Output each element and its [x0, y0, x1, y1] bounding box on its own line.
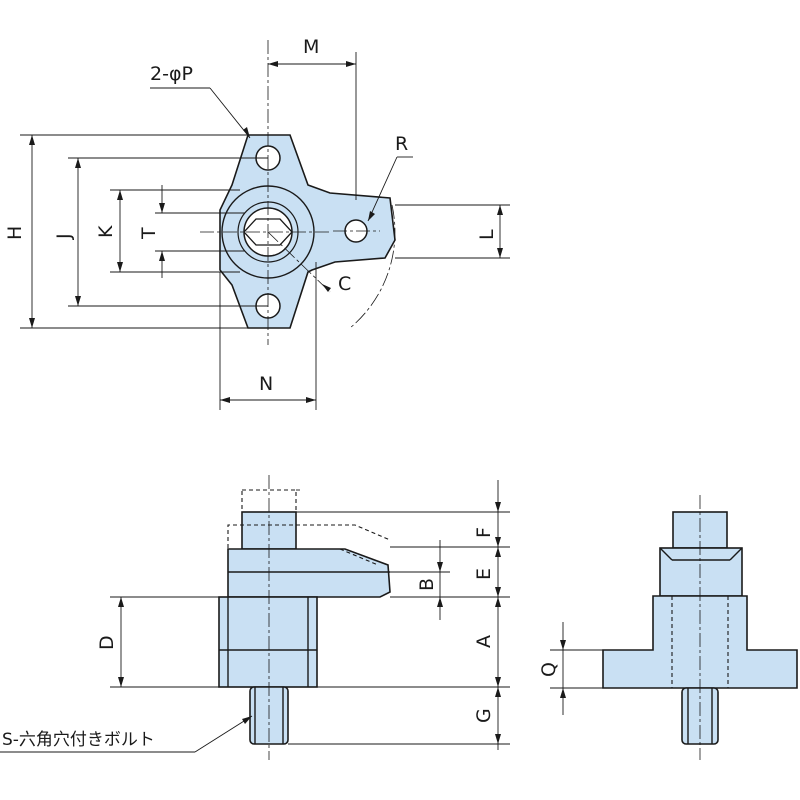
dim-label-b: B: [416, 578, 438, 591]
dim-label-h: H: [4, 226, 26, 240]
dim-label-j: J: [53, 233, 75, 240]
side-hex-nut: [659, 547, 743, 597]
top-view-body: [219, 134, 396, 329]
dim-label-a: A: [473, 635, 495, 648]
dim-label-r: R: [395, 133, 408, 155]
dim-label-e: E: [473, 568, 495, 580]
dim-label-p: 2-φP: [150, 63, 193, 85]
dim-label-m: M: [303, 36, 319, 58]
side-view: Q: [538, 495, 798, 760]
front-lever: [227, 548, 391, 598]
bolt-label: S-六角穴付きボルト: [2, 730, 155, 750]
dim-label-t: T: [138, 227, 160, 240]
front-view: F E A G B D S-六角穴付きボルト: [0, 475, 510, 760]
dim-label-q: Q: [538, 662, 560, 677]
dim-label-n: N: [259, 373, 273, 395]
dim-label-k: K: [95, 225, 117, 238]
top-view: M 2-φP R H J K: [4, 36, 510, 410]
front-body: [218, 596, 318, 688]
hex-socket-icon: [243, 218, 293, 246]
dim-label-f: F: [473, 527, 495, 538]
dim-label-c: C: [338, 273, 351, 295]
dim-label-l: L: [476, 229, 498, 240]
radius-arc: [349, 204, 396, 329]
dim-label-g: G: [473, 708, 495, 723]
dim-label-d: D: [96, 635, 118, 650]
